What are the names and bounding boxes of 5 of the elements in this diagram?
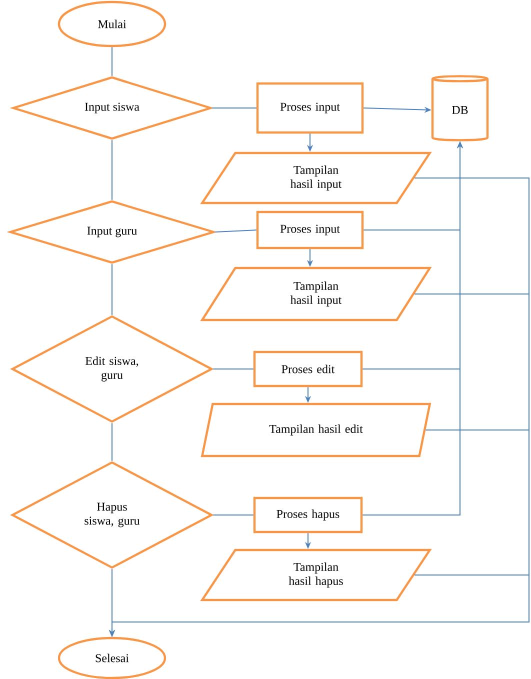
process-box: Proses input	[256, 82, 364, 134]
process-box: Proses edit	[253, 350, 363, 388]
process-box: Proses hapus	[253, 496, 363, 534]
database-cylinder: DB	[431, 75, 489, 142]
process-box: Proses input	[256, 210, 364, 250]
